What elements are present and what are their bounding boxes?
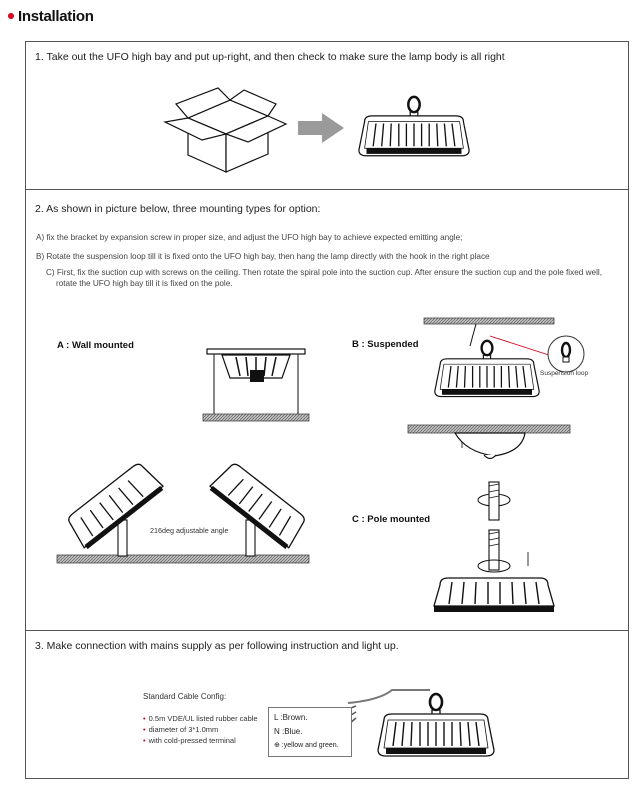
instructions-frame: [25, 41, 629, 779]
suspension-loop-label: Suspension loop: [540, 370, 589, 377]
label-pole-mounted: C : Pole mounted: [352, 514, 431, 525]
red-bullet-icon: [8, 13, 14, 19]
wire-live: L :Brown.: [274, 713, 308, 722]
option-a-text: A) fix the bracket by expansion screw in…: [36, 233, 463, 242]
wall-mount-angled-diagram: [56, 463, 310, 564]
spec-item: •with cold-pressed terminal: [143, 736, 236, 745]
bullet-icon: •: [143, 725, 146, 734]
option-c-text-line1: C) First, fix the suction cup with screw…: [46, 268, 602, 277]
wired-lamp-diagram: [329, 689, 496, 758]
wire-earth: ⊕ :yellow and green.: [274, 742, 339, 749]
step-1-text: 1. Take out the UFO high bay and put up-…: [35, 51, 505, 63]
pole-mount-diagram: [407, 424, 571, 612]
arrow-icon: [298, 113, 344, 143]
section-header: Installation: [8, 6, 94, 26]
spec-item: •0.5m VDE/UL listed rubber cable: [143, 714, 258, 723]
section-divider-1: [25, 189, 629, 190]
ufo-lamp-icon: [357, 95, 471, 158]
step-2-text: 2. As shown in picture below, three moun…: [35, 203, 321, 215]
option-c-text-line2: rotate the UFO high bay till it is fixed…: [56, 279, 233, 288]
spec-item: •diameter of 3*1.0mm: [143, 725, 219, 734]
option-b-text: B) Rotate the suspension loop till it is…: [36, 252, 490, 261]
step-3-text: 3. Make connection with mains supply as …: [35, 640, 399, 652]
section-divider-2: [25, 630, 629, 631]
wall-mount-ceiling-diagram: [202, 348, 310, 422]
angle-label: 216deg adjustable angle: [150, 526, 229, 535]
page-title: Installation: [18, 7, 94, 25]
suspended-diagram: [423, 317, 585, 398]
wire-color-legend: L :Brown. N :Blue. ⊕ :yellow and green.: [268, 707, 352, 757]
label-wall-mounted: A : Wall mounted: [57, 340, 134, 351]
wire-neutral: N :Blue.: [274, 727, 303, 736]
label-suspended: B : Suspended: [352, 339, 419, 350]
cable-config-title: Standard Cable Config:: [143, 692, 227, 701]
bullet-icon: •: [143, 714, 146, 723]
bullet-icon: •: [143, 736, 146, 745]
box-illustration: [163, 87, 288, 173]
